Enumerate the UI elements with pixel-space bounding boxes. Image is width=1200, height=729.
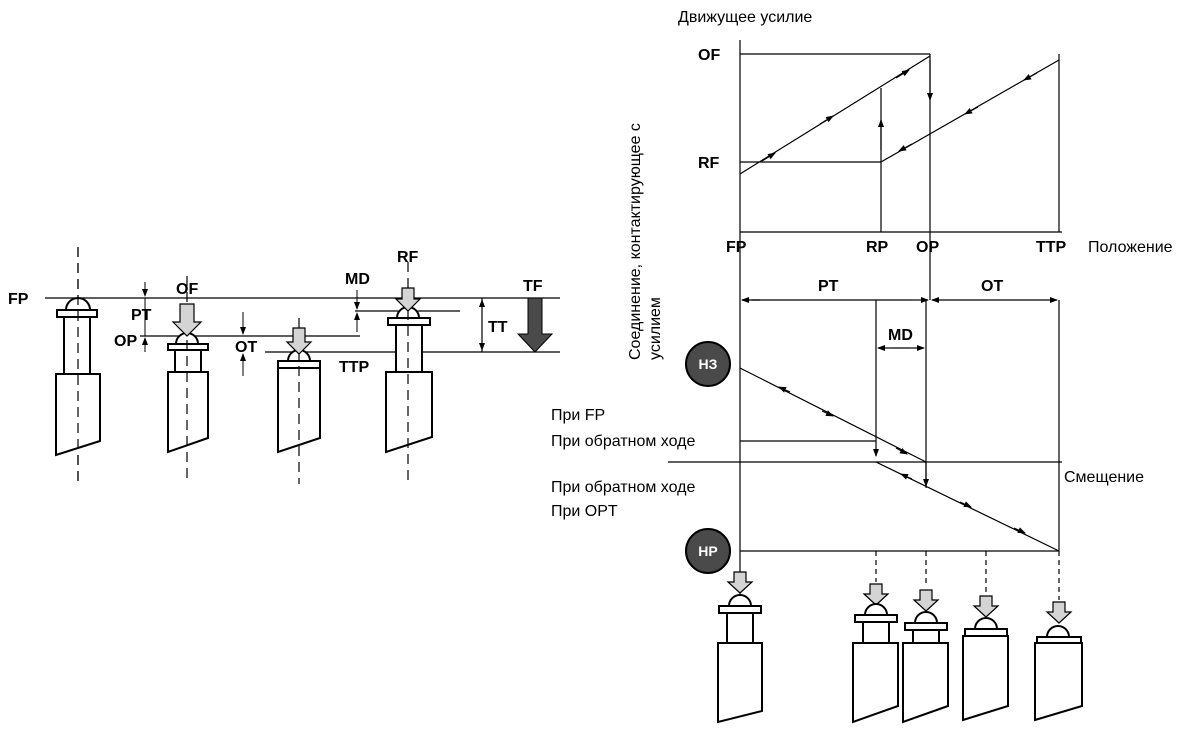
- switch-operating-position: [167, 276, 209, 484]
- op-label: OP: [114, 333, 137, 350]
- switch-release-position: [385, 262, 433, 484]
- force-graph-ylabel: Движущее усилие: [678, 9, 812, 26]
- force-op-label: OP: [916, 239, 939, 256]
- force-graph-xlabel: Положение: [1088, 239, 1173, 256]
- switch-free-position: [55, 247, 101, 484]
- force-ttp-label: TTP: [1036, 239, 1067, 256]
- travel-graph: [668, 232, 1062, 600]
- bottom-switch-op: [902, 589, 949, 724]
- tf-arrow: [516, 297, 554, 353]
- at-return-label-1: При обратном ходе: [551, 433, 696, 450]
- ttp-label: TTP: [339, 359, 370, 376]
- force-graph: [739, 40, 1062, 233]
- ot-label: OT: [235, 339, 257, 356]
- left-diagram: [45, 247, 560, 484]
- bottom-switch-mid: [962, 595, 1009, 722]
- of-label: OF: [176, 281, 198, 298]
- svg-text:НЗ: НЗ: [699, 356, 718, 372]
- bottom-switch-rp: [852, 583, 899, 724]
- no-badge: НР: [685, 528, 731, 574]
- travel-ot-label: OT: [981, 278, 1003, 295]
- force-of-label: OF: [698, 47, 720, 64]
- nc-contact-line: [739, 367, 927, 463]
- nc-badge: НЗ: [685, 341, 731, 387]
- at-fp-label: При FP: [551, 407, 605, 424]
- force-rf-label: RF: [698, 155, 720, 172]
- tt-label: TT: [488, 319, 508, 336]
- travel-md-label: MD: [888, 327, 913, 344]
- at-opt-label: При OPT: [551, 503, 618, 520]
- force-rp-label: RP: [866, 239, 889, 256]
- md-label: MD: [345, 271, 370, 288]
- at-return-label-2: При обратном ходе: [551, 479, 696, 496]
- svg-text:НР: НР: [698, 543, 717, 559]
- vertical-label: Соединение, контактирующее с усилием: [627, 119, 664, 360]
- switch-total-travel: [277, 318, 321, 484]
- bottom-switch-fp: [717, 571, 763, 724]
- fp-label: FP: [8, 291, 29, 308]
- tf-label: TF: [523, 278, 543, 295]
- travel-pt-label: PT: [818, 278, 839, 295]
- bottom-switch-ttp: [1034, 601, 1083, 722]
- force-fp-label: FP: [726, 239, 747, 256]
- displacement-label: Смещение: [1064, 469, 1144, 486]
- rf-label: RF: [397, 249, 419, 266]
- pt-label: PT: [131, 307, 152, 324]
